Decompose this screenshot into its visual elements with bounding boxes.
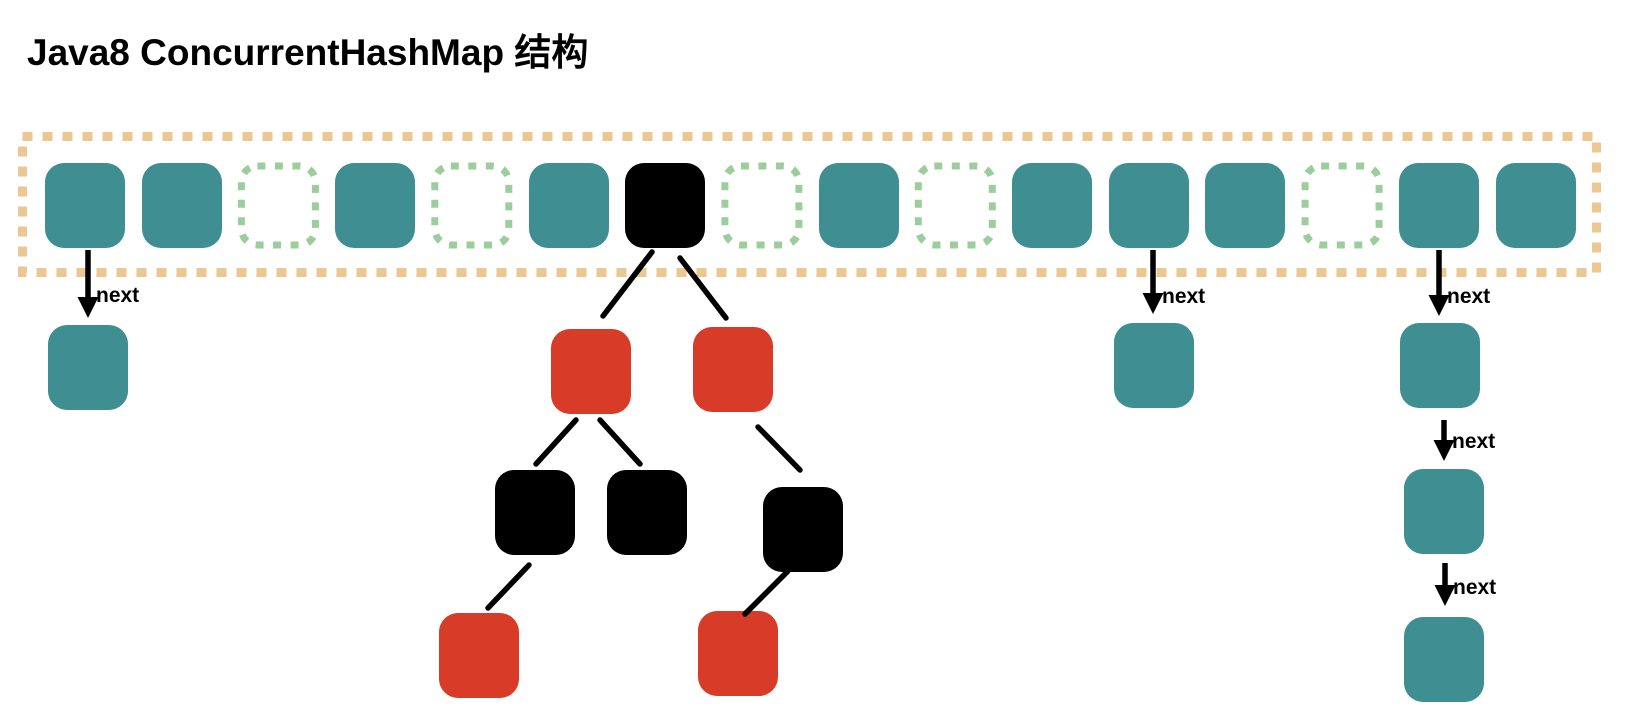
node-list-bucket14-node3	[1404, 617, 1484, 702]
node-list-bucket14-node1	[1400, 323, 1480, 408]
tree-edge-4	[755, 424, 803, 473]
tree-edge-5	[485, 562, 532, 611]
bucket-cell-1	[141, 163, 222, 248]
next-arrow-head-1	[1142, 293, 1164, 314]
node-tree-red-leaf-2	[698, 611, 778, 696]
next-label-2: next	[1447, 285, 1491, 308]
hash-table-border	[18, 132, 1601, 277]
empty-bucket-cell-9	[914, 162, 996, 249]
tree-edge-6	[742, 568, 791, 617]
next-label-1: next	[1162, 285, 1206, 308]
bucket-cell-8	[818, 163, 899, 248]
bucket-cell-5	[528, 163, 609, 248]
node-tree-black-1	[495, 470, 575, 555]
page-title: Java8 ConcurrentHashMap 结构	[27, 32, 589, 73]
bucket-cell-0	[45, 163, 125, 248]
tree-edge-3	[597, 417, 643, 467]
node-tree-red-leaf-1	[439, 613, 519, 698]
empty-bucket-cell-7	[721, 162, 803, 249]
node-tree-red-left	[551, 329, 631, 414]
bucket-cell-14	[1398, 163, 1479, 248]
empty-bucket-cell-13	[1301, 162, 1383, 249]
node-tree-black-2	[607, 470, 687, 555]
next-label-0: next	[96, 284, 140, 307]
node-tree-black-3	[763, 487, 843, 572]
tree-root-cell-6	[625, 163, 706, 248]
empty-bucket-cell-2	[237, 162, 319, 249]
node-list-bucket0-node1	[48, 325, 128, 410]
node-list-bucket11-node1	[1114, 323, 1194, 408]
node-list-bucket14-node2	[1404, 469, 1484, 554]
bucket-cell-12	[1205, 163, 1286, 248]
bucket-cell-11	[1108, 163, 1189, 248]
tree-edge-0	[600, 249, 655, 319]
bucket-cell-15	[1495, 163, 1576, 248]
empty-bucket-cell-4	[431, 162, 513, 249]
bucket-cell-10	[1012, 163, 1092, 248]
next-label-3: next	[1452, 430, 1496, 453]
bucket-cell-3	[335, 163, 416, 248]
node-tree-red-right	[693, 327, 773, 412]
tree-edge-1	[677, 255, 729, 321]
next-label-4: next	[1453, 576, 1497, 599]
tree-edge-2	[533, 417, 579, 467]
